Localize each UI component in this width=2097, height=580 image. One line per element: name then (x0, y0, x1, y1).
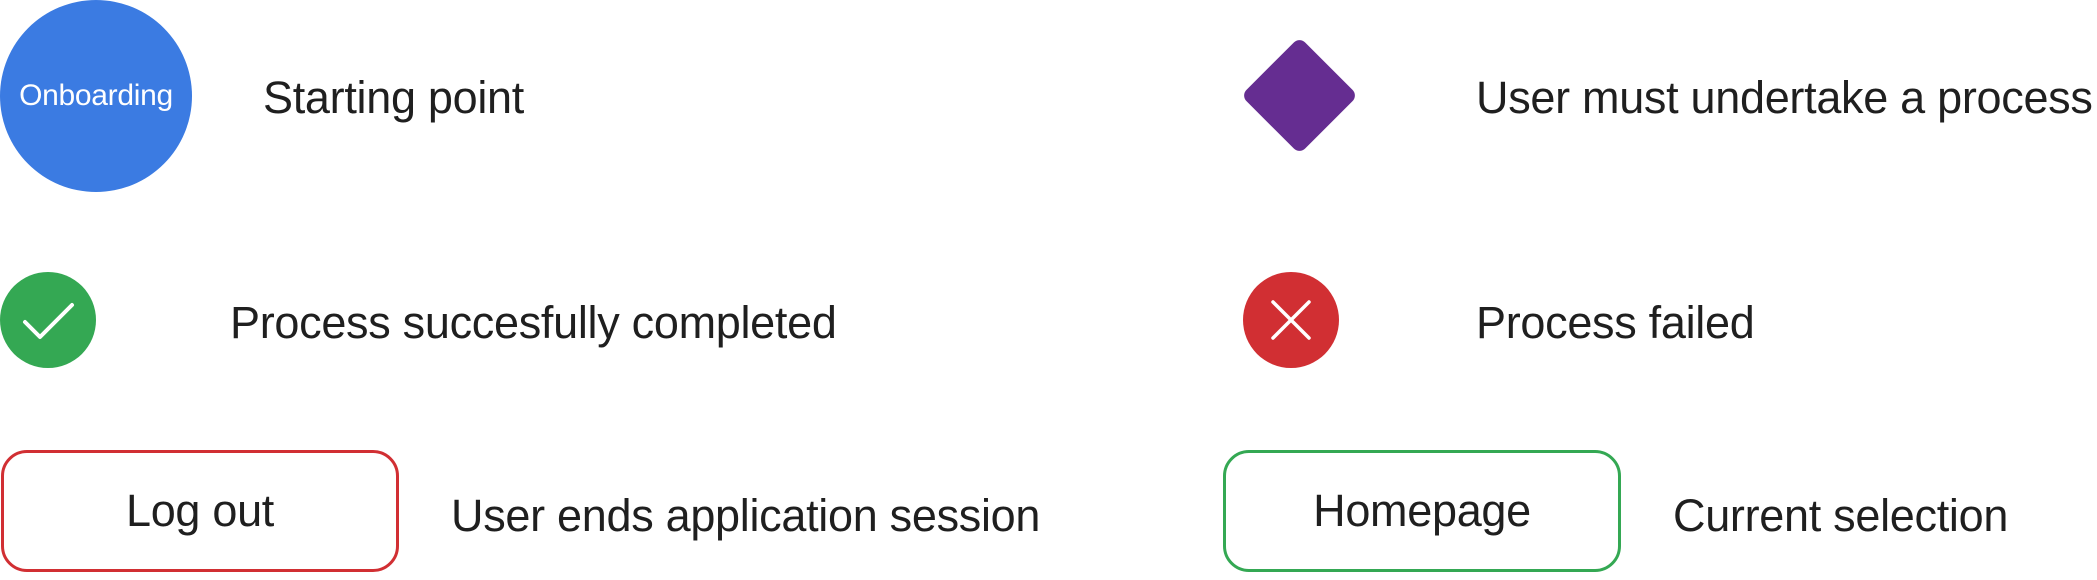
check-icon (0, 272, 96, 368)
logout-node: Log out (1, 450, 399, 572)
start-description: Starting point (263, 72, 524, 123)
current-selection-node-label: Homepage (1313, 485, 1531, 536)
current-selection-node: Homepage (1223, 450, 1621, 572)
success-description: Process succesfully completed (230, 297, 837, 348)
process-description: User must undertake a process (1476, 72, 2093, 123)
start-node: Onboarding (0, 0, 192, 192)
logout-node-label: Log out (125, 485, 275, 536)
current-selection-description: Current selection (1673, 490, 2009, 541)
diamond-icon (1244, 40, 1355, 151)
logout-description: User ends application session (451, 490, 1041, 541)
close-icon (1243, 272, 1339, 368)
failure-description: Process failed (1476, 297, 1755, 348)
start-node-label: Onboarding (19, 79, 173, 112)
